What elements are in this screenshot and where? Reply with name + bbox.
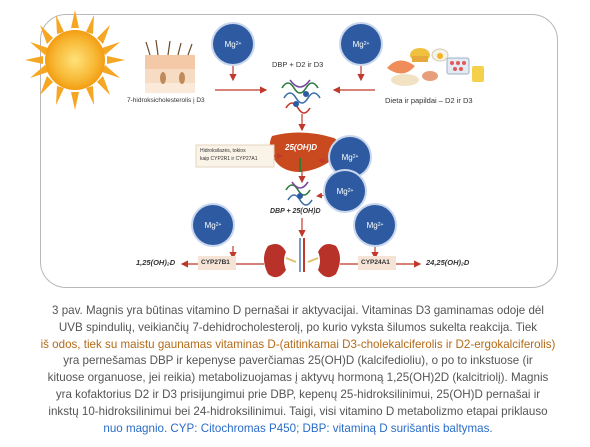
enzyme-note-line1: Hidroksilazės, tokios xyxy=(200,148,246,154)
mg-charge: 2+ xyxy=(363,41,370,47)
cyp24a1-label: CYP24A1 xyxy=(361,259,390,266)
mg-charge: 2+ xyxy=(352,154,359,160)
diagram-graphics xyxy=(25,10,484,278)
cyp24a1-box xyxy=(358,256,396,270)
dbp-protein-icon xyxy=(281,79,321,114)
mg-charge: 2+ xyxy=(235,41,242,47)
liver-25ohd-label: 25(OH)D xyxy=(285,143,318,152)
cyp27b1-box xyxy=(198,256,236,270)
liver-icon xyxy=(269,132,340,172)
dbp-d2-d3-label: DBP + D2 ir D3 xyxy=(272,60,324,69)
caption-line-4: yra pernešamas DBP ir kepenyse paverčiam… xyxy=(63,354,533,368)
skin-icon xyxy=(145,39,195,93)
dbp-25ohd-label: DBP + 25(OH)D xyxy=(270,208,321,215)
left-product-label: 1,25(OH)₂D xyxy=(136,258,176,267)
sun-icon xyxy=(25,10,125,110)
caption-line-1: 3 pav. Magnis yra būtinas vitamino D per… xyxy=(52,304,544,317)
mg-label: Mg xyxy=(336,186,348,196)
cyp27b1-label: CYP27B1 xyxy=(201,259,230,266)
skin-label: 7-hidroksicholesterolis į D3 xyxy=(127,97,205,104)
caption-line-6: yra kofaktorius D2 ir D3 prisijungimui p… xyxy=(55,387,541,401)
dbp-25ohd-protein-icon xyxy=(285,181,313,206)
mg-charge: 2+ xyxy=(215,222,222,228)
diet-label: Dieta ir papildai – D2 ir D3 xyxy=(385,96,473,105)
diet-foods-icon xyxy=(387,48,484,86)
mg-charge: 2+ xyxy=(377,222,384,228)
mg-label: Mg xyxy=(352,39,364,49)
caption-line-8: nuo magnio. CYP: Citochromas P450; DBP: … xyxy=(103,421,493,435)
caption-line-5: kituose organuose, jei reikia) metaboliz… xyxy=(47,371,549,385)
mg-charge: 2+ xyxy=(347,188,354,194)
mg-label: Mg xyxy=(366,220,378,230)
enzyme-note-line2: kaip CYP2R1 ir CYP27A1 xyxy=(200,156,258,162)
caption-line-2: UVB spindulių, veikiančių 7-dehidrochole… xyxy=(58,320,538,334)
figure-caption: 3 pav. Magnis yra būtinas vitamino D per… xyxy=(24,303,572,437)
diagram-frame xyxy=(40,14,558,288)
mg-label: Mg xyxy=(341,152,353,162)
mg-label: Mg xyxy=(204,220,216,230)
mg-label: Mg xyxy=(224,39,236,49)
right-product-label: 24,25(OH)₂D xyxy=(426,258,470,267)
caption-line-3: iš odos, tiek su maistu gaunamas vitamin… xyxy=(40,337,556,351)
kidneys-icon xyxy=(264,238,340,278)
caption-line-7: inkstų 10-hidroksilinimui bei 24-hidroks… xyxy=(48,404,548,418)
